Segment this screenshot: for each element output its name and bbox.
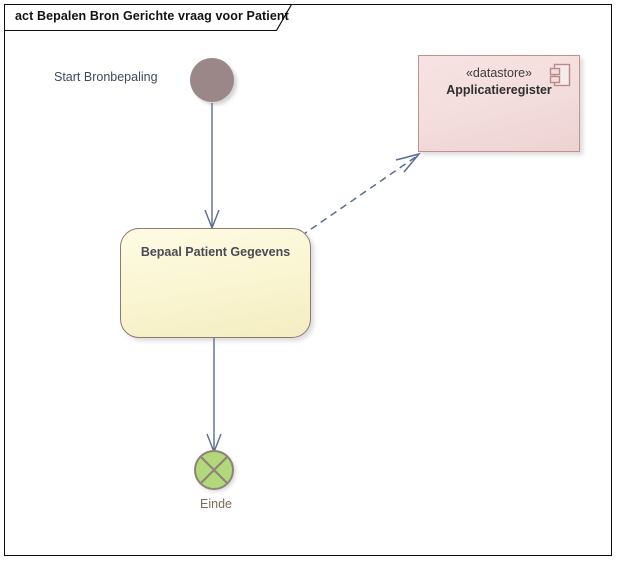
initial-node-label: Start Bronbepaling	[54, 70, 158, 84]
datastore-name-label: Applicatieregister	[446, 83, 552, 97]
frame-title-label: act Bepalen Bron Gerichte vraag voor Pat…	[15, 9, 289, 23]
final-node[interactable]	[194, 450, 238, 494]
final-node-label: Einde	[200, 497, 232, 511]
datastore-node-applicatieregister[interactable]: «datastore» Applicatieregister	[418, 55, 580, 152]
datastore-stereotype-label: «datastore»	[465, 66, 533, 80]
action-node-label: Bepaal Patient Gegevens	[140, 245, 291, 259]
action-node-bepaal-patient-gegevens[interactable]: Bepaal Patient Gegevens	[120, 228, 311, 338]
initial-node-disc	[190, 58, 234, 102]
component-icon	[549, 63, 571, 87]
initial-node[interactable]	[190, 58, 236, 104]
final-node-cross-icon	[199, 455, 229, 485]
frame-title-tab: act Bepalen Bron Gerichte vraag voor Pat…	[4, 4, 294, 31]
frame-title-tab-shape	[4, 4, 293, 31]
